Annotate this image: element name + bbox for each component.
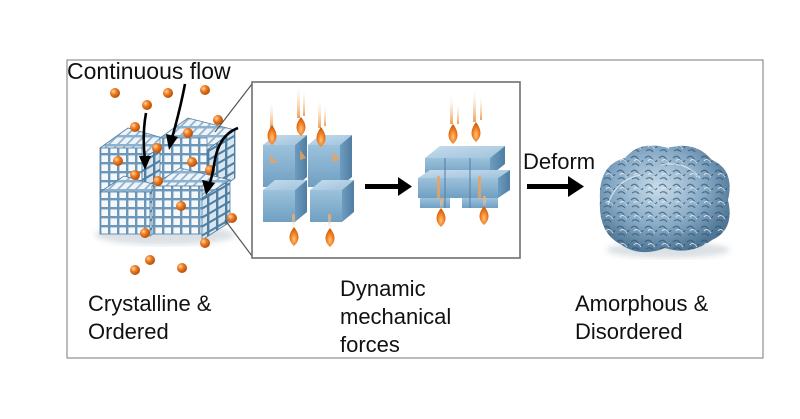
zoom-lines [214, 83, 253, 257]
compress-arrow [365, 177, 412, 196]
continuous-flow-label: Continuous flow [67, 58, 231, 84]
dynamic-label-line-1: Dynamic [340, 276, 426, 301]
flow-arrows [139, 83, 239, 195]
outer-frame [66, 59, 764, 359]
amorphous-label: Amorphous & Disordered [575, 290, 775, 346]
amorphous-label-line-1: Amorphous & [575, 291, 709, 316]
particle-spheres [110, 85, 237, 275]
crystalline-lattice [95, 117, 236, 245]
dynamic-label-line-2: mechanical [340, 304, 452, 329]
crystalline-label: Crystalline & Ordered [88, 290, 268, 346]
dynamic-forces-label: Dynamic mechanical forces [340, 275, 520, 359]
blocks-after [418, 146, 510, 208]
droplets-before [267, 86, 335, 247]
deform-label: Deform [523, 149, 596, 174]
amorphous-label-line-2: Disordered [575, 319, 683, 344]
amorphous-aggregate [599, 145, 730, 258]
deform-arrow [527, 176, 584, 197]
crystalline-label-line-1: Crystalline & [88, 291, 212, 316]
droplets-after [436, 90, 489, 227]
crystalline-label-line-2: Ordered [88, 319, 169, 344]
dynamic-label-line-3: forces [340, 332, 400, 357]
